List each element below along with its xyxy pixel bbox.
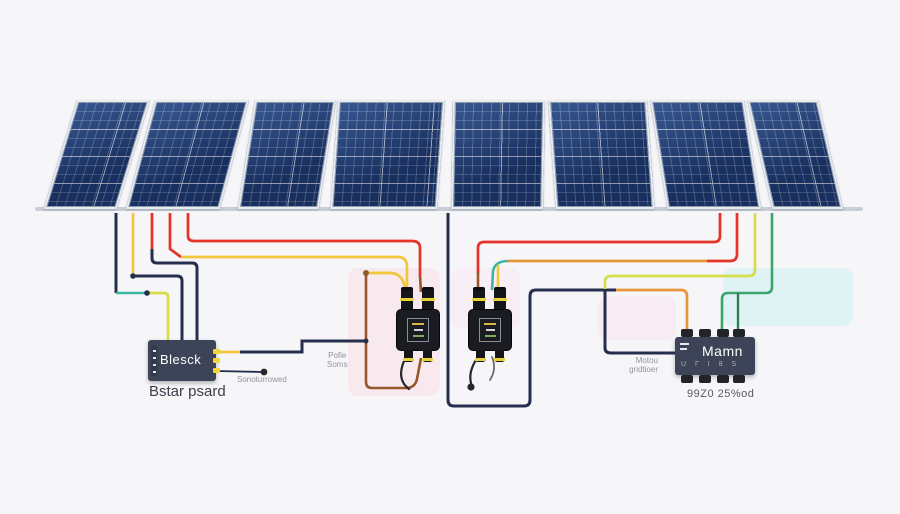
monitor-bottom-terminal: [733, 375, 745, 383]
cable-end-dot: [260, 368, 268, 376]
monitor-annotation: Motou gridtioer: [628, 356, 658, 374]
mc4-label-chip: [479, 318, 501, 342]
monitor-annotation-line1: Motou: [635, 356, 658, 365]
mc4-body: [468, 309, 512, 351]
monitor-bottom-terminal: [681, 375, 693, 383]
mc4-terminal: [400, 287, 414, 314]
mc4-body: [396, 309, 440, 351]
mc4-output-stub: [422, 350, 433, 362]
mc4-output-stub: [403, 350, 414, 362]
mc4-output-stub: [475, 350, 486, 362]
monitor-box: Mamn U Γ I 8 S: [675, 329, 755, 383]
monitor-ports-row: U Γ I 8 S: [681, 361, 737, 368]
mc4-terminal: [421, 287, 435, 314]
charge-controller-box: Blesck: [148, 340, 220, 381]
highlight-tint-right-cyan: [723, 268, 853, 326]
controller-title: Blesck: [160, 352, 202, 367]
controller-caption: Bstar psard: [149, 383, 226, 400]
junction-dot: [363, 270, 369, 276]
junction-dot: [363, 338, 369, 344]
highlight-tint-right-box: [598, 296, 676, 340]
monitor-title: Mamn: [702, 343, 743, 359]
monitor-annotation-line2: gridtioer: [629, 365, 658, 374]
monitor-bottom-terminal: [717, 375, 729, 383]
junction-dot: [130, 273, 136, 279]
controller-output-tab: [213, 349, 220, 354]
junction-dot: [144, 290, 150, 296]
monitor-top-terminal: [681, 329, 693, 337]
connector-annotation-line1: Pofie: [328, 351, 347, 360]
mc4-terminal: [493, 287, 507, 314]
controller-output-tab: [213, 358, 220, 363]
controller-output-tab: [213, 368, 220, 373]
monitor-top-terminal: [699, 329, 711, 337]
mc4-label-chip: [407, 318, 429, 342]
port-annotation: Sonoturrowed: [237, 375, 287, 384]
mc4-output-stub: [494, 350, 505, 362]
mounting-rail: [35, 207, 863, 211]
mc4-terminal: [472, 287, 486, 314]
controller-side-marks: [151, 345, 157, 376]
connector-annotation-line2: Soms: [327, 360, 348, 369]
cable-end-dot: [467, 383, 475, 391]
mc4-optimizer-1: [396, 283, 440, 362]
monitor-top-terminal: [717, 329, 729, 337]
monitor-top-terminal: [733, 329, 745, 337]
connector-annotation: Pofie Soms: [327, 351, 347, 369]
monitor-caption: 99Z0 25%od: [687, 388, 755, 400]
mc4-optimizer-2: [468, 283, 512, 362]
monitor-bottom-terminal: [699, 375, 711, 383]
